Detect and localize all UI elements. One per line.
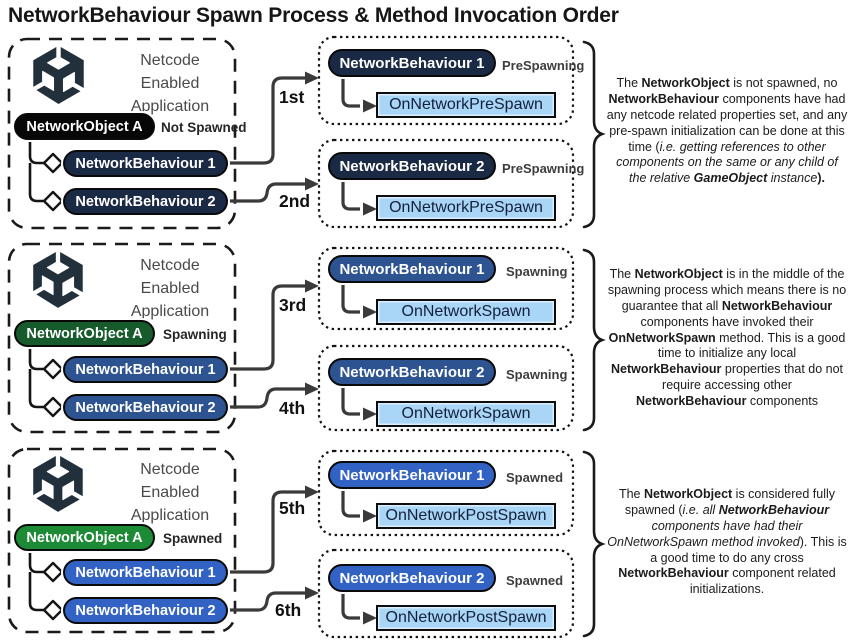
app-label: Netcode Enabled Application: [130, 461, 210, 524]
network-behaviour-label: NetworkBehaviour 2: [339, 157, 485, 175]
method-box: OnNetworkSpawn: [376, 299, 556, 325]
stage-description: The NetworkObject is not spawned, no Net…: [606, 76, 848, 186]
diamond-icon: [42, 561, 64, 583]
network-object-pill: NetworkObject A: [14, 524, 155, 551]
stage-description: The NetworkObject is in the middle of th…: [607, 267, 847, 408]
method-box: OnNetworkPreSpawn: [376, 195, 556, 221]
network-behaviour-pill: NetworkBehaviour 1: [63, 150, 228, 177]
status-badge: Spawning: [163, 327, 227, 342]
network-behaviour-label: NetworkBehaviour 1: [75, 564, 216, 581]
status-badge: Spawned: [163, 531, 223, 546]
order-label: 2nd: [279, 191, 311, 211]
network-object-label: NetworkObject A: [26, 529, 143, 546]
unity-logo-icon: [33, 47, 84, 512]
network-behaviour-label: NetworkBehaviour 1: [339, 466, 485, 484]
network-behaviour-pill: NetworkBehaviour 2: [328, 358, 496, 386]
network-behaviour-pill: NetworkBehaviour 2: [328, 564, 496, 592]
network-behaviour-pill: NetworkBehaviour 1: [328, 461, 496, 489]
network-object-pill: NetworkObject A: [14, 113, 155, 140]
state-label: Spawned: [506, 470, 564, 485]
network-behaviour-pill: NetworkBehaviour 2: [63, 597, 228, 624]
hierarchy-connectors: [28, 140, 64, 621]
network-behaviour-label: NetworkBehaviour 1: [75, 361, 216, 378]
network-object-pill: NetworkObject A: [14, 320, 155, 347]
diamond-icon: [42, 152, 64, 174]
state-label: Spawned: [506, 573, 564, 588]
network-behaviour-pill: NetworkBehaviour 2: [63, 188, 228, 215]
diamond-icon: [42, 396, 64, 418]
diamond-icon: [42, 599, 64, 621]
network-behaviour-pill: NetworkBehaviour 2: [63, 394, 228, 421]
application-box-borders: [7, 37, 237, 634]
network-object-label: NetworkObject A: [26, 325, 143, 342]
invocation-arrows: [228, 71, 319, 612]
order-label: 6th: [275, 600, 302, 620]
state-label: PreSpawning: [502, 58, 585, 73]
network-behaviour-label: NetworkBehaviour 1: [339, 260, 485, 278]
invocation-box-borders: [317, 35, 575, 639]
brace-icons: [582, 40, 606, 638]
network-behaviour-pill: NetworkBehaviour 1: [63, 356, 228, 383]
network-behaviour-label: NetworkBehaviour 1: [75, 155, 216, 172]
method-box: OnNetworkPostSpawn: [376, 605, 556, 631]
order-label: 3rd: [279, 295, 307, 315]
method-box: OnNetworkPostSpawn: [376, 503, 556, 529]
state-label: Spawning: [506, 264, 568, 279]
state-label: PreSpawning: [502, 161, 585, 176]
diamond-icon: [42, 190, 64, 212]
app-label: Netcode Enabled Application: [130, 52, 210, 115]
network-behaviour-label: NetworkBehaviour 2: [75, 193, 216, 210]
state-label: Spawning: [506, 367, 568, 382]
stage-description: The NetworkObject is considered fully sp…: [607, 487, 847, 597]
network-behaviour-label: NetworkBehaviour 1: [339, 54, 485, 72]
network-behaviour-pill: NetworkBehaviour 1: [328, 49, 496, 77]
status-badge: Not Spawned: [161, 120, 247, 135]
network-behaviour-pill: NetworkBehaviour 2: [328, 152, 496, 180]
app-label: Netcode Enabled Application: [130, 257, 210, 320]
network-object-label: NetworkObject A: [26, 118, 143, 135]
method-box: OnNetworkSpawn: [376, 401, 556, 427]
network-behaviour-label: NetworkBehaviour 2: [75, 602, 216, 619]
method-box: OnNetworkPreSpawn: [376, 92, 556, 118]
network-behaviour-label: NetworkBehaviour 2: [339, 363, 485, 381]
network-behaviour-pill: NetworkBehaviour 1: [63, 559, 228, 586]
diamond-icon: [42, 358, 64, 380]
order-label: 5th: [279, 498, 306, 518]
order-label: 1st: [279, 87, 305, 107]
network-behaviour-label: NetworkBehaviour 2: [75, 399, 216, 416]
page-title: NetworkBehaviour Spawn Process & Method …: [8, 4, 619, 27]
network-behaviour-pill: NetworkBehaviour 1: [328, 255, 496, 283]
network-behaviour-label: NetworkBehaviour 2: [339, 569, 485, 587]
method-arrows: [341, 77, 377, 625]
order-label: 4th: [279, 398, 306, 418]
